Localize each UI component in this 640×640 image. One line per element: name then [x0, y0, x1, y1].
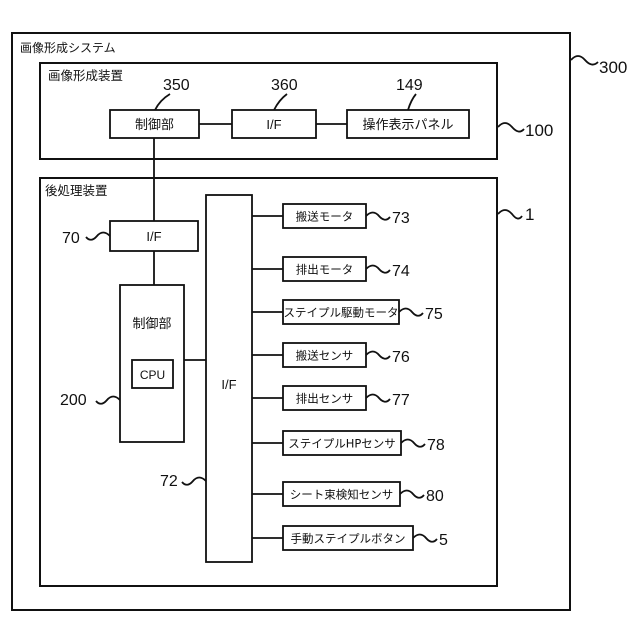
- controller-350-leader: [155, 94, 170, 110]
- device-list: 搬送モータ 73 排出モータ 74 ステイプル駆動モータ 75 搬送センサ 76 排出センサ 77…: [252, 204, 448, 550]
- controller-200-label: 制御部: [132, 317, 171, 332]
- interface-70-leader: [86, 233, 110, 240]
- post-processing-apparatus-title: 後処理装置: [45, 183, 108, 198]
- interface-70-label: I/F: [146, 229, 161, 244]
- device-label-77: 排出センサ: [296, 392, 354, 406]
- device-ref-75: 75: [425, 306, 443, 323]
- post-processing-apparatus-frame: [40, 178, 497, 586]
- interface-72-ref: 72: [160, 473, 178, 490]
- device-label-5: 手動ステイプルボタン: [291, 532, 406, 546]
- controller-350-ref: 350: [163, 77, 190, 94]
- interface-72-leader: [182, 478, 206, 485]
- system-title: 画像形成システム: [20, 41, 116, 55]
- image-forming-apparatus-title: 画像形成装置: [48, 68, 123, 83]
- interface-360-label: I/F: [266, 117, 281, 132]
- operation-panel-ref: 149: [396, 77, 423, 94]
- interface-360-ref: 360: [271, 77, 298, 94]
- device-leader-80: [400, 491, 424, 498]
- image-forming-apparatus-ref: 100: [525, 121, 553, 140]
- device-leader-76: [366, 352, 390, 359]
- device-ref-80: 80: [426, 488, 444, 505]
- device-leader-74: [366, 266, 390, 273]
- controller-200-leader: [96, 397, 120, 404]
- system-ref: 300: [599, 58, 627, 77]
- device-label-74: 排出モータ: [296, 263, 354, 277]
- post-processing-leader: [498, 210, 522, 219]
- device-ref-73: 73: [392, 210, 410, 227]
- controller-350-label: 制御部: [135, 118, 174, 133]
- interface-72-label: I/F: [221, 377, 236, 392]
- device-label-80: シート束検知センサ: [290, 488, 394, 502]
- operation-panel-label: 操作表示パネル: [362, 117, 453, 133]
- controller-200-ref: 200: [60, 392, 87, 409]
- cpu-label: CPU: [140, 368, 165, 382]
- apparatus-leader-line: [498, 123, 524, 132]
- interface-70-ref: 70: [62, 230, 80, 247]
- device-ref-78: 78: [427, 437, 445, 454]
- device-leader-73: [366, 213, 390, 220]
- device-ref-77: 77: [392, 392, 410, 409]
- device-label-76: 搬送センサ: [296, 349, 354, 363]
- post-processing-apparatus-ref: 1: [525, 205, 534, 224]
- interface-360-leader: [274, 94, 287, 110]
- device-leader-5: [413, 535, 437, 542]
- device-leader-77: [366, 395, 390, 402]
- device-label-73: 搬送モータ: [296, 210, 354, 224]
- device-label-78: ステイプルHPセンサ: [288, 437, 396, 451]
- operation-panel-leader: [408, 94, 416, 110]
- device-ref-5: 5: [439, 532, 448, 549]
- device-ref-74: 74: [392, 263, 410, 280]
- device-leader-75: [399, 309, 423, 316]
- device-label-75: ステイプル駆動モータ: [284, 306, 399, 320]
- device-ref-76: 76: [392, 349, 410, 366]
- system-leader-line: [571, 56, 598, 65]
- device-leader-78: [401, 440, 425, 447]
